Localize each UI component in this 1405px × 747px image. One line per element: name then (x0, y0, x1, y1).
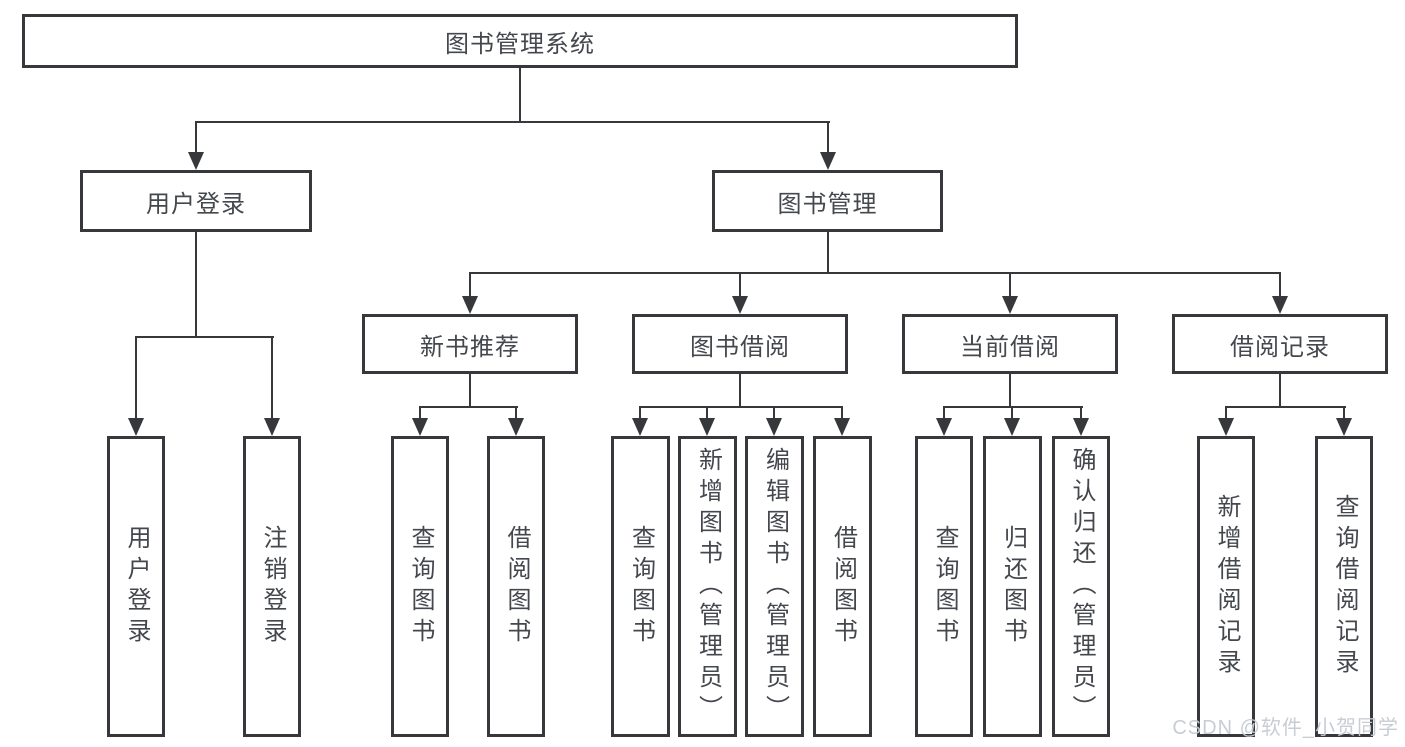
node-root-label: 图书管理系统 (445, 30, 595, 58)
arrow-borrow-add-icon (699, 406, 715, 436)
connector-book-mgmt-rail (469, 272, 1281, 274)
arrow-records-add-icon (1218, 406, 1234, 436)
arrow-to-book-mgmt-icon (820, 121, 836, 170)
node-book-mgmt: 图书管理 (712, 170, 943, 232)
arrow-to-leaf-logout-icon (264, 336, 280, 436)
node-current-borrow: 当前借阅 (902, 314, 1118, 374)
node-borrow-records: 借阅记录 (1172, 314, 1388, 374)
leaf-add-borrow-record: 新增借阅记录 (1197, 436, 1255, 737)
csdn-watermark: CSDN @软件_小贺同学 (1172, 717, 1399, 739)
connector-new-book-rec-rail (419, 406, 518, 408)
leaf-logout: 注销登录 (243, 436, 301, 737)
leaf-query-borrow-record: 查询借阅记录 (1315, 436, 1373, 737)
leaf-add-books-admin-label: 新增图书（管理员） (694, 447, 722, 726)
arrow-rec-query-icon (412, 406, 428, 436)
arrow-borrow-edit-icon (766, 406, 782, 436)
leaf-borrow-borrow-books: 借阅图书 (813, 436, 872, 737)
arrow-to-book-borrow-icon (732, 272, 748, 314)
leaf-edit-books-admin-label: 编辑图书（管理员） (761, 447, 789, 726)
arrow-records-query-icon (1336, 406, 1352, 436)
leaf-rec-query-books-label: 查询图书 (407, 524, 434, 649)
arrow-current-return-icon (1004, 406, 1020, 436)
arrow-to-leaf-user-login-icon (128, 336, 144, 436)
arrow-borrow-query-icon (632, 406, 648, 436)
connector-current-borrow-rail (943, 406, 1083, 408)
leaf-rec-query-books: 查询图书 (391, 436, 449, 737)
leaf-borrow-query-books-label: 查询图书 (627, 524, 655, 649)
leaf-add-books-admin: 新增图书（管理员） (678, 436, 737, 737)
leaf-current-query-books-label: 查询图书 (931, 524, 958, 649)
node-new-book-rec: 新书推荐 (362, 314, 578, 374)
arrow-current-confirm-icon (1073, 406, 1089, 436)
node-root-system: 图书管理系统 (22, 14, 1018, 68)
leaf-confirm-return-admin: 确认归还（管理员） (1052, 436, 1110, 737)
connector-user-login-stem (195, 232, 197, 338)
connector-new-book-rec-stem (469, 374, 471, 408)
leaf-confirm-return-admin-label: 确认归还（管理员） (1068, 447, 1095, 726)
connector-user-login-rail (135, 336, 274, 338)
node-user-login: 用户登录 (80, 170, 312, 232)
arrow-to-user-login-icon (188, 121, 204, 170)
arrow-to-current-borrow-icon (1002, 272, 1018, 314)
leaf-rec-borrow-books-label: 借阅图书 (503, 524, 530, 649)
leaf-rec-borrow-books: 借阅图书 (487, 436, 545, 737)
node-new-book-rec-label: 新书推荐 (420, 333, 520, 361)
connector-book-borrow-rail (639, 406, 843, 408)
leaf-return-books: 归还图书 (983, 436, 1042, 737)
arrow-rec-borrow-icon (508, 406, 524, 436)
leaf-current-query-books: 查询图书 (915, 436, 973, 737)
arrow-to-new-book-rec-icon (462, 272, 478, 314)
arrow-borrow-borrow-icon (834, 406, 850, 436)
node-user-login-label: 用户登录 (146, 190, 246, 218)
leaf-edit-books-admin: 编辑图书（管理员） (745, 436, 804, 737)
node-book-borrow: 图书借阅 (632, 314, 848, 374)
leaf-return-books-label: 归还图书 (999, 524, 1027, 649)
connector-root-rail (195, 121, 830, 123)
node-book-borrow-label: 图书借阅 (690, 333, 790, 361)
connector-borrow-records-rail (1225, 406, 1346, 408)
leaf-query-borrow-record-label: 查询借阅记录 (1331, 493, 1358, 680)
node-current-borrow-label: 当前借阅 (960, 333, 1060, 361)
connector-borrow-records-stem (1279, 374, 1281, 408)
leaf-add-borrow-record-label: 新增借阅记录 (1213, 493, 1240, 680)
leaf-user-login: 用户登录 (107, 436, 165, 737)
connector-book-borrow-stem (739, 374, 741, 408)
leaf-logout-label: 注销登录 (259, 524, 286, 649)
arrow-current-query-icon (936, 406, 952, 436)
arrow-to-borrow-records-icon (1272, 272, 1288, 314)
node-book-mgmt-label: 图书管理 (777, 190, 878, 218)
connector-root-stem (519, 68, 521, 123)
leaf-borrow-query-books: 查询图书 (611, 436, 670, 737)
leaf-user-login-label: 用户登录 (123, 524, 150, 649)
connector-book-mgmt-stem (827, 232, 829, 274)
connector-current-borrow-stem (1009, 374, 1011, 408)
leaf-borrow-borrow-books-label: 借阅图书 (829, 524, 857, 649)
node-borrow-records-label: 借阅记录 (1230, 333, 1330, 361)
